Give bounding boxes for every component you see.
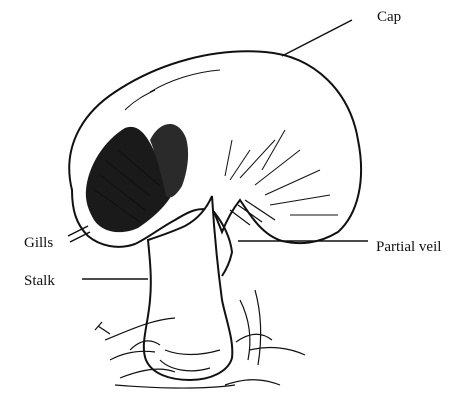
cap-label: Cap xyxy=(377,8,401,26)
stalk-label: Stalk xyxy=(24,272,55,290)
gills-label: Gills xyxy=(24,234,53,252)
cap-leader xyxy=(282,20,352,56)
partial-veil-label: Partial veil xyxy=(376,238,441,256)
